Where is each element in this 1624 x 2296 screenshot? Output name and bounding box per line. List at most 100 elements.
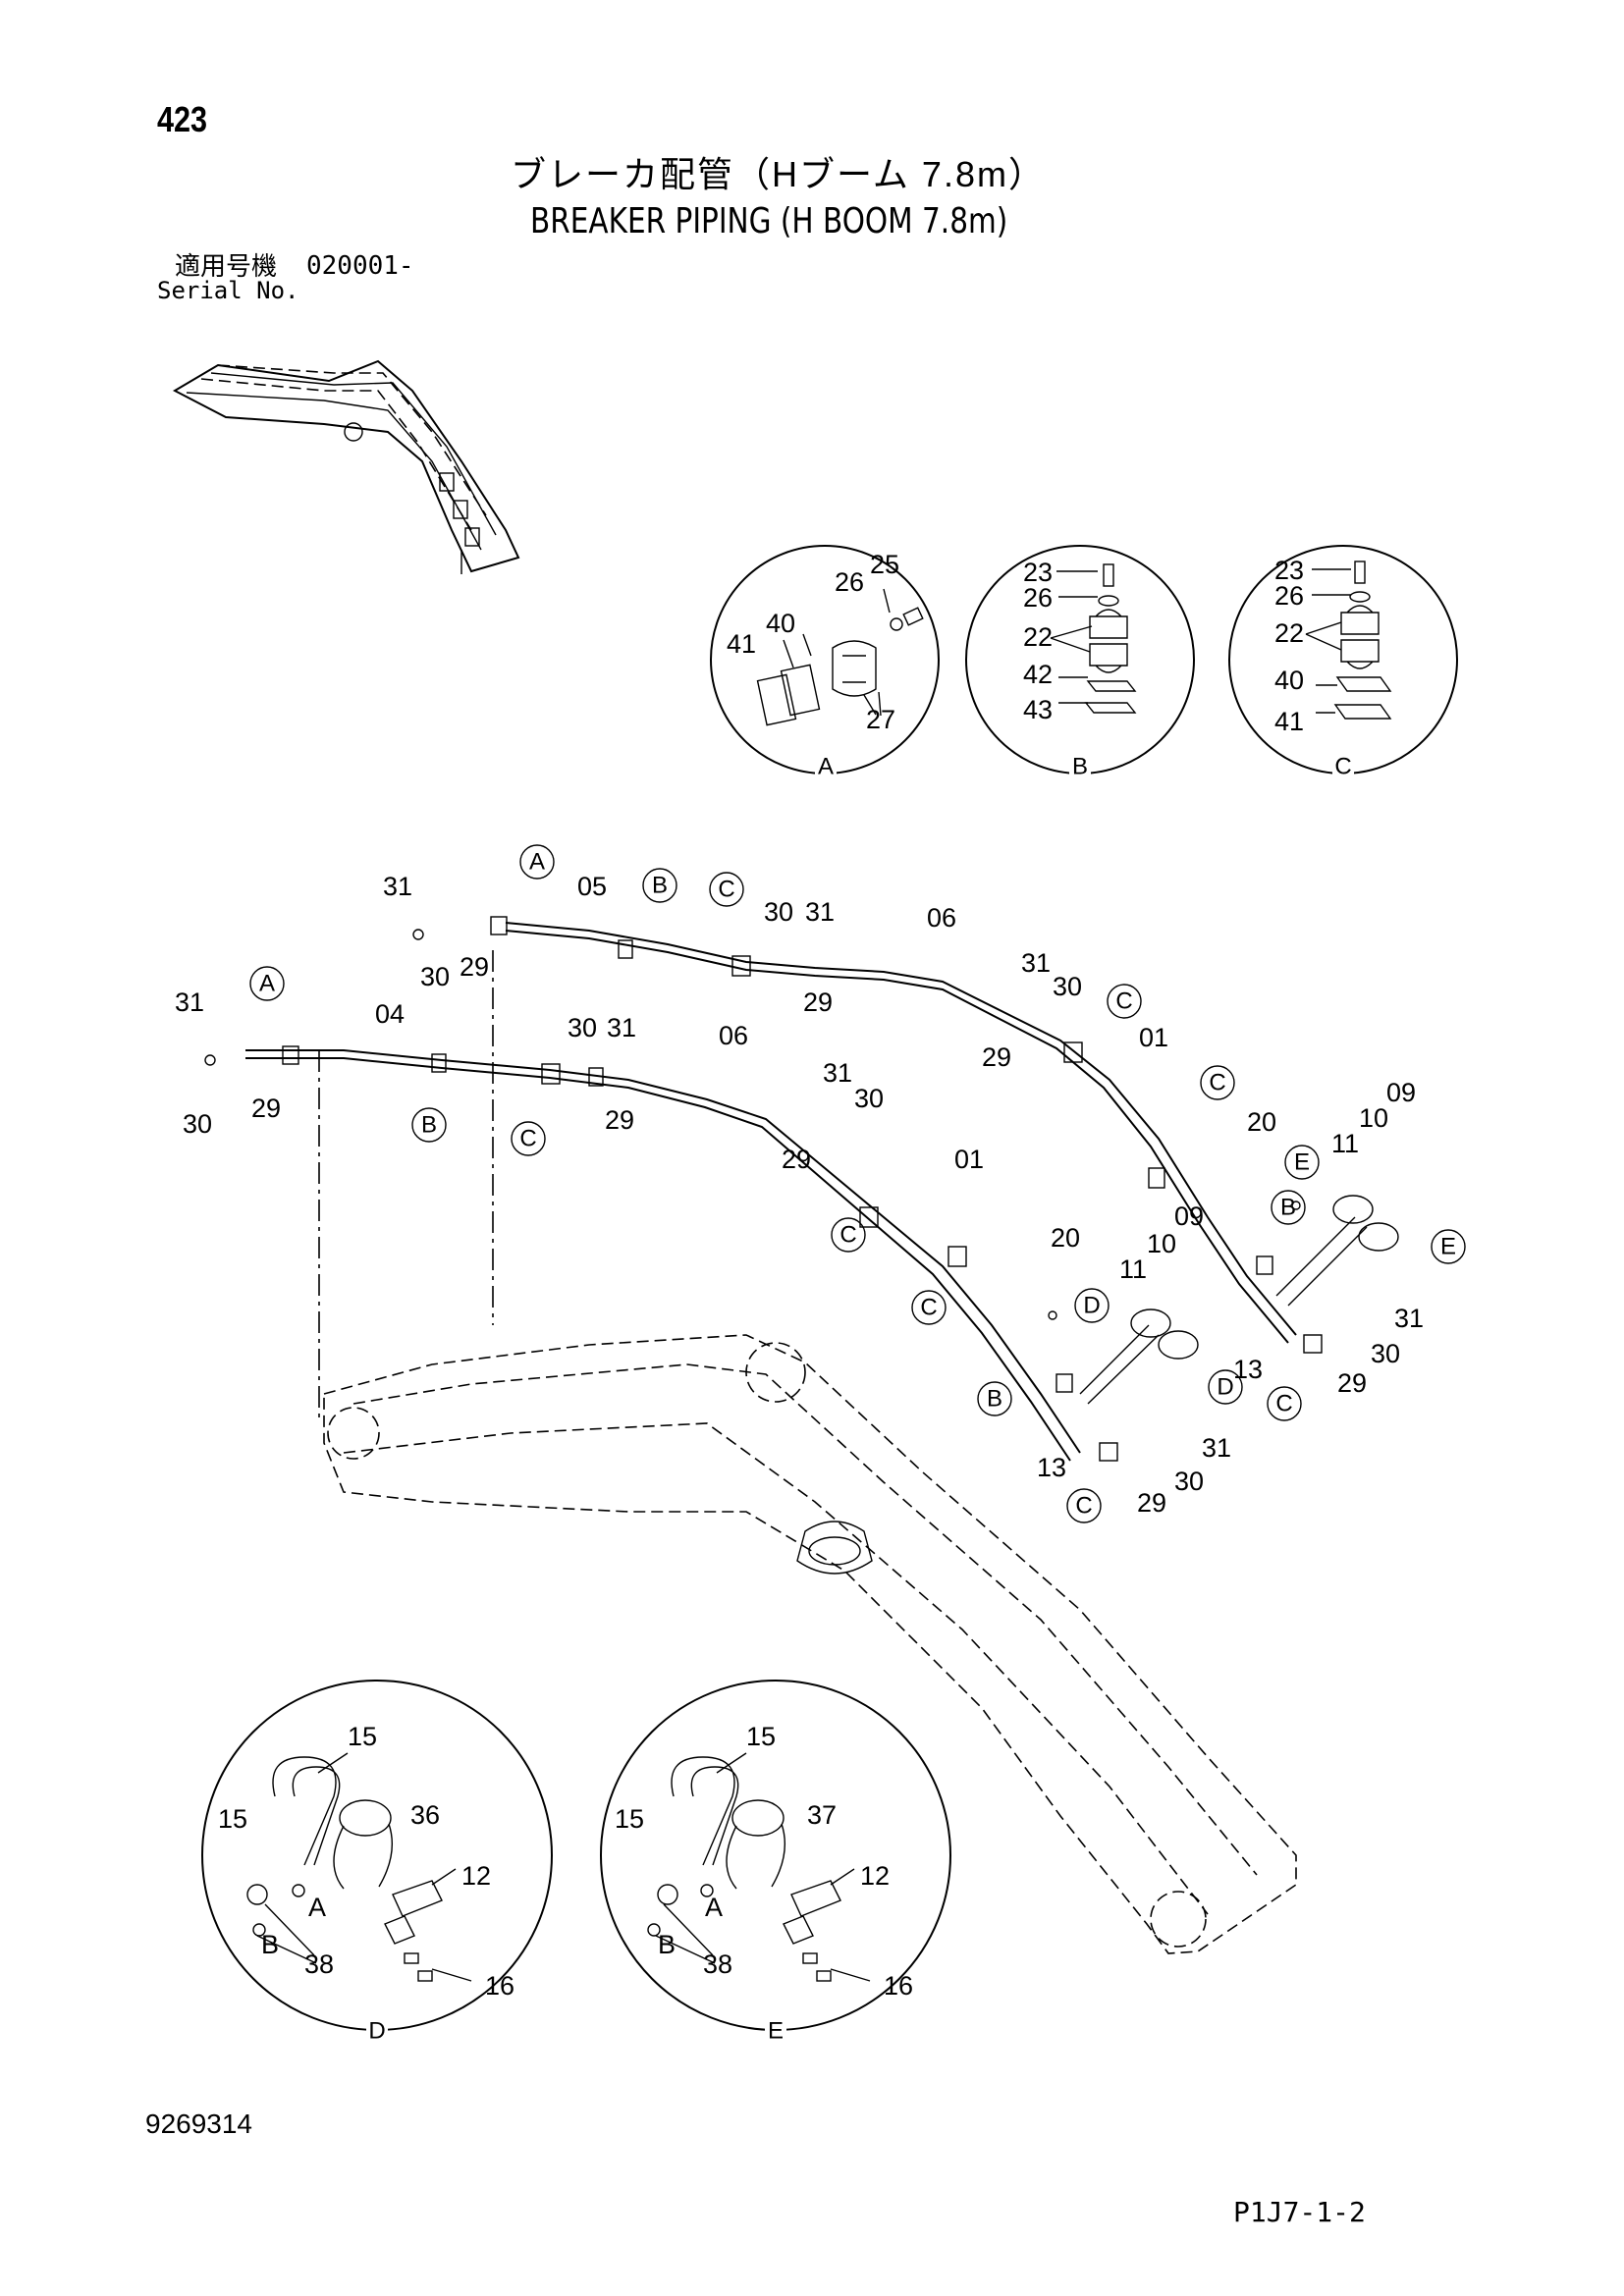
label-30-g: 30 [1371, 1339, 1400, 1368]
serial-range: 020001- [306, 251, 414, 281]
label-01-b: 01 [954, 1145, 984, 1174]
label-30-a: 30 [420, 962, 450, 991]
label-detail-a-40: 40 [766, 609, 795, 638]
detail-c-letter: C [1334, 754, 1351, 780]
label-29-f: 29 [782, 1145, 811, 1174]
label-detail-d-16: 16 [485, 1971, 514, 2001]
label-13-b: 13 [1037, 1453, 1066, 1482]
callout-b-1-icon [642, 868, 677, 903]
label-29-d: 29 [605, 1105, 634, 1135]
label-11-a: 11 [1331, 1129, 1359, 1158]
label-31-e: 31 [1021, 948, 1051, 978]
label-detail-e-15-left: 15 [615, 1804, 644, 1834]
label-detail-c-22: 22 [1274, 618, 1304, 648]
label-29-h: 29 [1137, 1488, 1166, 1518]
label-31-h: 31 [1202, 1433, 1231, 1463]
label-29-b: 29 [803, 988, 833, 1017]
callout-a-upper-icon [519, 844, 555, 880]
callout-c-8-icon [1066, 1488, 1102, 1523]
label-30-c: 30 [183, 1109, 212, 1139]
label-20-b: 20 [1051, 1223, 1080, 1253]
label-10-a: 10 [1359, 1103, 1388, 1133]
label-detail-a-25: 25 [870, 550, 899, 579]
label-detail-a-26: 26 [835, 567, 864, 597]
label-detail-e-16: 16 [884, 1971, 913, 2001]
label-detail-b-23: 23 [1023, 558, 1053, 587]
label-31-g: 31 [1394, 1304, 1424, 1333]
title-japanese: ブレーカ配管（Hブーム 7.8m） [511, 154, 1046, 194]
label-detail-e-37: 37 [807, 1800, 837, 1830]
callout-c-2-icon [511, 1121, 546, 1156]
serial-label-english: Serial No. [157, 277, 299, 304]
detail-d-letter: D [368, 2018, 385, 2045]
callout-b-1: B [652, 873, 668, 899]
detail-view-e: 15 15 37 12 A B 38 16 E [600, 1680, 951, 2045]
label-31-d: 31 [607, 1013, 636, 1042]
label-detail-d-15-left: 15 [218, 1804, 247, 1834]
label-05: 05 [577, 872, 607, 901]
label-detail-d-b: B [261, 1930, 279, 1959]
detail-a-letter: A [818, 754, 834, 780]
label-29-e: 29 [982, 1042, 1011, 1072]
label-09-a: 09 [1386, 1078, 1416, 1107]
detail-view-b: 23 26 22 42 43 B [965, 545, 1195, 780]
label-04: 04 [375, 999, 405, 1029]
callout-b-4: B [987, 1386, 1002, 1413]
callout-c-6-icon [911, 1290, 947, 1325]
callout-c-2: C [519, 1126, 536, 1152]
label-31-b: 31 [805, 897, 835, 927]
label-detail-c-26: 26 [1274, 581, 1304, 611]
label-detail-e-38: 38 [703, 1949, 732, 1979]
callout-c-7-icon [1267, 1386, 1302, 1421]
piping-lines [204, 916, 1399, 1462]
label-29-a: 29 [460, 952, 489, 982]
callout-c-3: C [1115, 988, 1132, 1015]
callout-c-3-icon [1107, 984, 1142, 1019]
title-english: BREAKER PIPING (H BOOM 7.8m) [530, 201, 1008, 241]
callout-b-4-icon [977, 1381, 1012, 1416]
label-detail-b-22: 22 [1023, 622, 1053, 652]
label-detail-c-41: 41 [1274, 707, 1304, 736]
detail-view-a: 25 26 40 41 27 A [710, 545, 940, 780]
detail-view-c: 23 26 22 40 41 C [1228, 545, 1458, 780]
callout-c-5: C [839, 1222, 856, 1249]
label-detail-e-15-top: 15 [746, 1722, 776, 1751]
label-detail-c-23: 23 [1274, 556, 1304, 585]
callout-e-1-icon [1284, 1145, 1320, 1180]
callout-b-3: B [1280, 1195, 1296, 1221]
label-detail-b-42: 42 [1023, 660, 1053, 689]
label-detail-d-38: 38 [304, 1949, 334, 1979]
label-detail-a-41: 41 [727, 629, 756, 659]
label-31-c: 31 [175, 988, 204, 1017]
label-11-b: 11 [1119, 1255, 1147, 1284]
page-number: 423 [157, 99, 208, 139]
callout-c-1: C [718, 877, 734, 903]
label-06-a: 06 [927, 903, 956, 933]
label-30-d: 30 [568, 1013, 597, 1042]
callout-c-5-icon [831, 1217, 866, 1253]
boom-overview-thumbnail [172, 359, 520, 574]
label-09-b: 09 [1174, 1201, 1204, 1231]
label-detail-d-a: A [308, 1893, 326, 1922]
callout-a-lower-icon [249, 966, 285, 1001]
label-31-f: 31 [823, 1058, 852, 1088]
detail-view-d: 15 15 36 12 A B 38 16 D [201, 1680, 553, 2045]
serial-label-japanese: 適用号機 [175, 251, 278, 281]
label-30-h: 30 [1174, 1467, 1204, 1496]
label-detail-d-36: 36 [410, 1800, 440, 1830]
callout-c-7: C [1275, 1391, 1292, 1417]
label-detail-b-26: 26 [1023, 583, 1053, 613]
label-30-e: 30 [1053, 972, 1082, 1001]
callout-d-2-icon [1208, 1369, 1243, 1405]
label-20-a: 20 [1247, 1107, 1276, 1137]
label-detail-d-12: 12 [461, 1861, 491, 1891]
callout-a-lower: A [259, 971, 275, 997]
callout-b-3-icon [1271, 1190, 1306, 1225]
label-30-f: 30 [854, 1084, 884, 1113]
part-labels: 31 30 29 05 30 31 29 06 31 30 29 04 30 3… [175, 872, 1424, 1518]
label-detail-b-43: 43 [1023, 695, 1053, 724]
callout-markers: A A B B B B C C C C C C C C [249, 844, 1466, 1523]
label-30-b: 30 [764, 897, 793, 927]
label-detail-a-27: 27 [866, 705, 895, 734]
